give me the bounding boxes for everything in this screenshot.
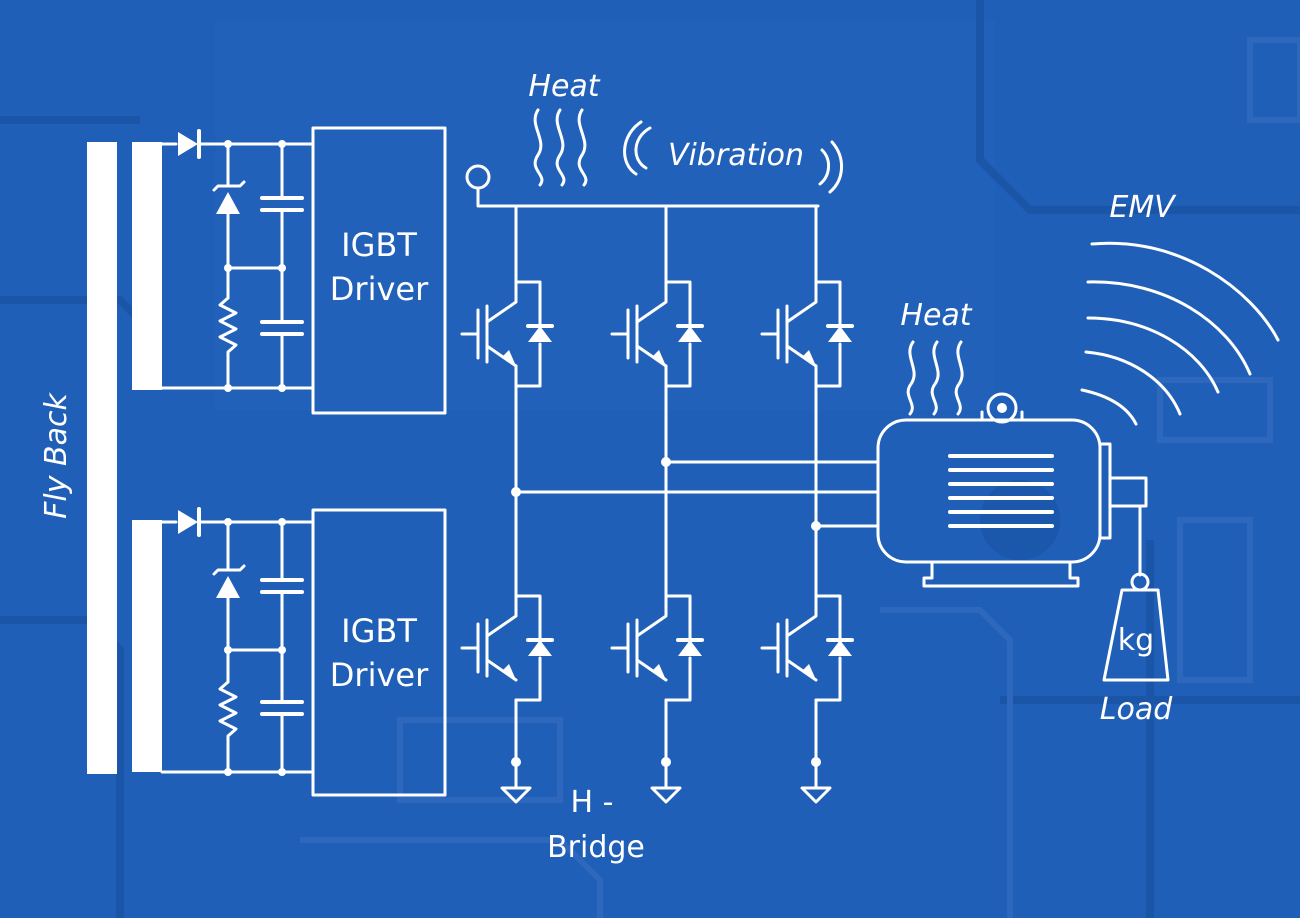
igbt-icon [460,280,554,388]
h-bridge-label-2: Bridge [547,830,645,865]
zener-diode-icon [216,192,240,214]
load-weight-icon [1102,504,1170,682]
kg-label: kg [1118,623,1154,658]
flyback-transformer [87,142,162,774]
igbt-driver-bottom-label-2: Driver [330,656,429,694]
igbt-icon [460,594,554,702]
igbt-driver-top-label-2: Driver [330,270,429,308]
heat-waves-motor-icon [906,340,964,416]
capacitor-icon [260,578,304,594]
zener-diode-icon [216,576,240,598]
igbt-driver-box-bottom [311,508,447,797]
h-bridge [460,164,880,804]
emv-label: EMV [1109,190,1177,225]
capacitor-icon [260,196,304,212]
vibration-icon [623,120,843,194]
igbt-driver-top-label-1: IGBT [341,226,417,264]
heat-motor-label: Heat [900,298,972,333]
emv-waves-icon [1080,241,1280,426]
diode-icon [178,510,198,534]
heat-waves-icon [533,108,588,187]
load-label: Load [1100,692,1173,727]
driver-circuit-top [160,126,447,415]
igbt-driver-bottom-label-1: IGBT [341,612,417,650]
igbt-icon [760,280,854,388]
igbt-driver-box-top [311,126,447,415]
heat-top-label: Heat [528,69,600,104]
diode-icon [178,132,198,156]
vibration-label: Vibration [668,138,804,173]
fly-back-label: Fly Back [39,392,74,519]
capacitor-icon [260,320,304,336]
capacitor-icon [260,700,304,716]
driver-circuit-bottom [160,507,447,797]
resistor-icon [218,296,238,362]
ground-icon [500,786,832,804]
igbt-icon [610,280,704,388]
resistor-icon [218,680,238,744]
igbt-icon [610,594,704,702]
motor-icon [876,392,1148,588]
h-bridge-label-1: H - [571,785,614,820]
igbt-icon [760,594,854,702]
